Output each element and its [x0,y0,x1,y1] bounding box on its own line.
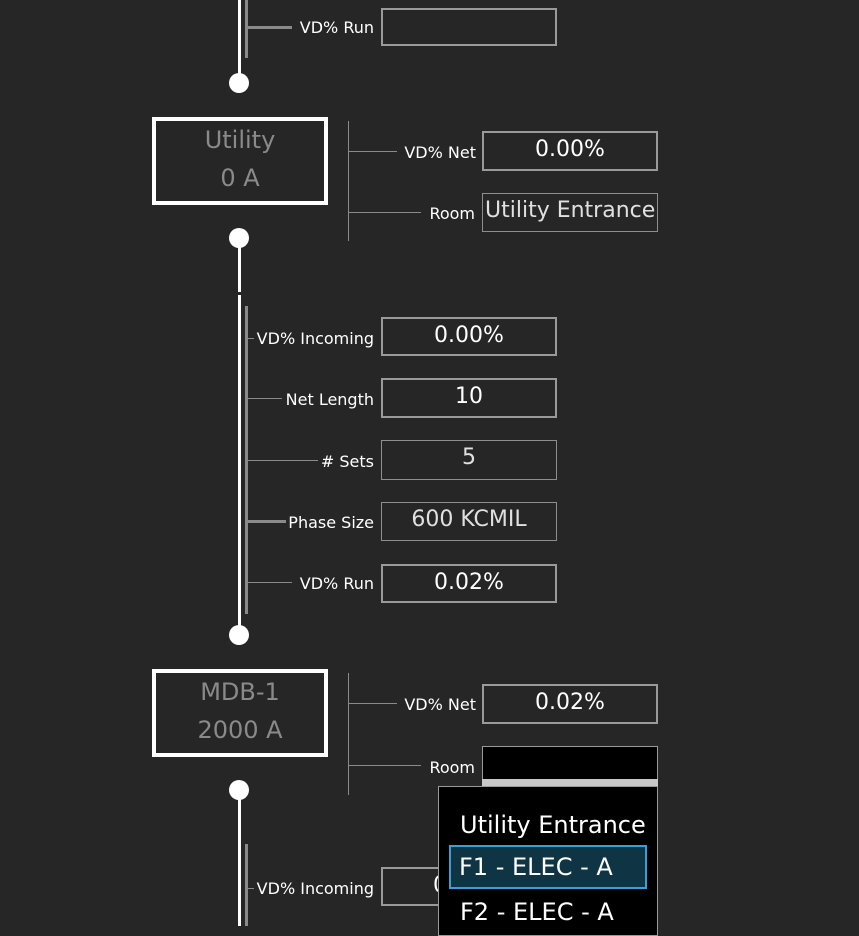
feeder-bar [245,306,248,614]
feeder-bar [245,844,248,926]
connector-line [248,26,292,29]
utility-node[interactable]: Utility 0 A [152,117,328,205]
vd-run-label: VD% Run [299,18,374,37]
room-label: Room [429,758,475,777]
node-name: Utility [204,126,276,154]
connector-line [349,765,421,766]
sets-field[interactable]: 5 [381,440,557,480]
vd-run-field[interactable] [381,8,557,46]
trunk-line [238,295,241,627]
node-amps: 0 A [220,164,260,192]
connector-line [349,212,421,213]
dropdown-focus-bar [482,779,658,786]
node-amps: 2000 A [197,716,283,744]
connector-line [248,888,254,889]
vd-net-field[interactable]: 0.02% [482,684,658,724]
dropdown-option[interactable]: Utility Entrance [460,811,646,839]
net-length-label: Net Length [285,390,374,409]
dropdown-option[interactable]: F2 - ELEC - A [460,898,614,926]
node-name: MDB-1 [200,678,280,706]
trunk-line [238,246,241,292]
connection-node-dot[interactable] [229,228,249,248]
vd-incoming-field[interactable]: 0.00% [381,317,557,356]
vd-incoming-label: VD% Incoming [256,329,374,348]
vd-net-label: VD% Net [404,695,476,714]
vd-run-label: VD% Run [299,574,374,593]
property-bracket [348,121,349,241]
phase-size-field[interactable]: 600 KCMIL [381,502,557,541]
connector-line [248,520,286,523]
feeder-bar [245,0,248,58]
connector-line [349,703,397,704]
sets-label: # Sets [320,452,374,471]
connector-line [248,582,292,583]
connector-line [248,338,254,339]
connector-line [248,398,282,399]
room-label: Room [429,204,475,223]
connector-line [248,460,318,461]
room-dropdown-list[interactable]: Utility Entrance F1 - ELEC - A F2 - ELEC… [438,786,658,936]
connection-node-dot[interactable] [229,625,249,645]
net-length-field[interactable]: 10 [381,378,557,418]
vd-net-label: VD% Net [404,143,476,162]
trunk-line [238,798,241,926]
connector-line [349,151,397,152]
mdb-node[interactable]: MDB-1 2000 A [152,669,328,757]
vd-incoming-label: VD% Incoming [256,879,374,898]
connection-node-dot[interactable] [229,780,249,800]
room-field[interactable]: Utility Entrance [482,193,658,232]
property-bracket [348,673,349,795]
phase-size-label: Phase Size [288,513,374,532]
trunk-line [238,0,241,76]
vd-run-field[interactable]: 0.02% [381,564,557,603]
dropdown-option-selected[interactable]: F1 - ELEC - A [449,845,647,889]
vd-net-field[interactable]: 0.00% [482,131,658,171]
connection-node-dot[interactable] [229,73,249,93]
